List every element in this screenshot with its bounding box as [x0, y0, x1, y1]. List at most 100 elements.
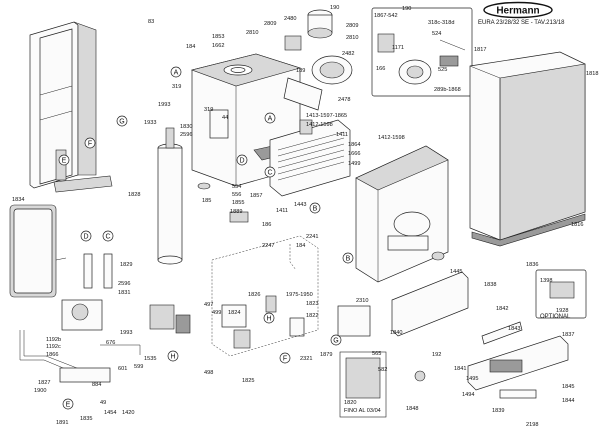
part-number-p1535: 1535 — [144, 356, 156, 362]
callout-letter: C — [267, 170, 272, 177]
part-number-p189: 189 — [296, 68, 305, 74]
part-number-p1171: 1171 — [392, 45, 404, 51]
part-number-p1855: 1855 — [232, 200, 244, 206]
part-number-p1831: 1831 — [118, 290, 130, 296]
callout-letter: A — [268, 116, 273, 123]
part-number-p554: 554 — [232, 184, 241, 190]
part-number-p1411a: 1411 — [336, 132, 348, 138]
part-number-p1853: 1853 — [212, 34, 224, 40]
part-number-p2247: 2247 — [262, 243, 274, 249]
part-number-p192: 192 — [432, 352, 441, 358]
callout-letter: E — [62, 158, 67, 165]
part-number-p2310: 2310 — [356, 298, 368, 304]
part-number-p1993a: 1993 — [158, 102, 170, 108]
part-number-p1666: 1666 — [348, 151, 360, 157]
part-number-p2321: 2321 — [300, 356, 312, 362]
part-number-p1443: 1443 — [294, 202, 306, 208]
part-number-p1826: 1826 — [248, 292, 260, 298]
part-number-p83: 83 — [148, 19, 154, 25]
side-panel — [355, 145, 449, 283]
callout-letter: A — [174, 70, 179, 77]
brand-name: Hermann — [496, 6, 539, 17]
part-number-p1829: 1829 — [120, 262, 132, 268]
part-number-p1454: 1454 — [104, 410, 116, 416]
part-number-p1411b: 1411 — [276, 208, 288, 214]
part-number-p601: 601 — [118, 366, 127, 372]
part-number-p525: 525 — [438, 67, 447, 73]
callout-letter: E — [66, 402, 71, 409]
part-number-p1445: 1445 — [450, 269, 462, 275]
part-number-p1828: 1828 — [128, 192, 140, 198]
callout-letter: G — [333, 338, 338, 345]
part-number-p884: 884 — [92, 382, 101, 388]
part-number-p1834: 1834 — [12, 197, 24, 203]
part-number-p2596a: 2596 — [180, 132, 192, 138]
part-number-p166: 166 — [376, 66, 385, 72]
part-number-p1840: 1840 — [390, 330, 402, 336]
part-number-p319b: 319 — [204, 107, 213, 113]
part-number-p1843: 1843 — [508, 326, 520, 332]
part-number-p1824: 1824 — [228, 310, 240, 316]
part-number-p1928: 1928 — [556, 308, 568, 314]
part-number-p524: 524 — [432, 31, 441, 37]
part-number-p1867: 1867-542 — [374, 13, 398, 19]
bracket-186 — [229, 211, 249, 223]
callout-letter: B — [346, 256, 351, 263]
part-number-p497: 497 — [204, 302, 213, 308]
gasket-185 — [197, 182, 211, 190]
part-number-p1413: 1413-1597-1865 — [306, 113, 347, 119]
callout-letter: F — [88, 141, 92, 148]
part-number-p1864: 1864 — [348, 142, 360, 148]
expansion-vessel — [9, 204, 67, 298]
callout-letter: C — [105, 234, 110, 241]
part-number-p1933: 1933 — [144, 120, 156, 126]
part-number-p499: 499 — [212, 310, 221, 316]
part-number-p1822: 1822 — [306, 313, 318, 319]
callout-letter: H — [266, 316, 271, 323]
part-number-p1866: 1866 — [46, 352, 58, 358]
part-number-p556: 556 — [232, 192, 241, 198]
part-number-p1818: 1818 — [586, 71, 598, 77]
part-number-p190b: 190 — [402, 6, 411, 12]
model-title: EURA 23/28/32 SE - TAV.213/18 — [478, 20, 565, 26]
part-number-p2809b: 2809 — [346, 23, 358, 29]
fan-assembly — [283, 9, 353, 111]
part-number-p1838: 1838 — [484, 282, 496, 288]
part-number-p185: 185 — [202, 198, 211, 204]
part-number-p49: 49 — [100, 400, 106, 406]
callout-letter: D — [239, 158, 244, 165]
part-number-p1830: 1830 — [180, 124, 192, 130]
part-number-p1412b: 1412-1598 — [378, 135, 405, 141]
part-number-p1820: 1820 — [344, 400, 356, 406]
part-number-p1841: 1841 — [454, 366, 466, 372]
part-number-p1891: 1891 — [56, 420, 68, 426]
part-number-p498: 498 — [204, 370, 213, 376]
part-number-p2480: 2480 — [284, 16, 296, 22]
part-number-p565: 565 — [372, 351, 381, 357]
part-number-p2809a: 2809 — [264, 21, 276, 27]
part-number-p1420: 1420 — [122, 410, 134, 416]
part-number-p1495: 1495 — [466, 376, 478, 382]
part-number-p1844: 1844 — [562, 398, 574, 404]
part-number-p2810a: 2810 — [246, 30, 258, 36]
control-panel — [391, 269, 587, 399]
part-number-p1993b: 1993 — [120, 330, 132, 336]
heat-exchanger — [269, 119, 351, 197]
part-number-p184a: 184 — [186, 44, 195, 50]
front-casing — [469, 51, 586, 247]
part-number-p1879: 1879 — [320, 352, 332, 358]
part-number-p1499: 1499 — [348, 161, 360, 167]
part-number-p676: 676 — [106, 340, 115, 346]
part-number-p2241: 2241 — [306, 234, 318, 240]
part-number-p1192c: 1192c — [46, 344, 61, 350]
gas-valve — [221, 295, 387, 418]
boiler-frame — [29, 21, 113, 193]
part-number-p1662: 1662 — [212, 43, 224, 49]
callout-letters: A A B B C C D D E E F F G G H H — [58, 66, 354, 410]
part-number-p1900: 1900 — [34, 388, 46, 394]
part-number-p1889: 1889 — [230, 209, 242, 215]
part-number-p1817: 1817 — [474, 47, 486, 53]
brand-logo: Hermann — [483, 1, 553, 19]
part-number-p2198: 2198 — [526, 422, 538, 428]
